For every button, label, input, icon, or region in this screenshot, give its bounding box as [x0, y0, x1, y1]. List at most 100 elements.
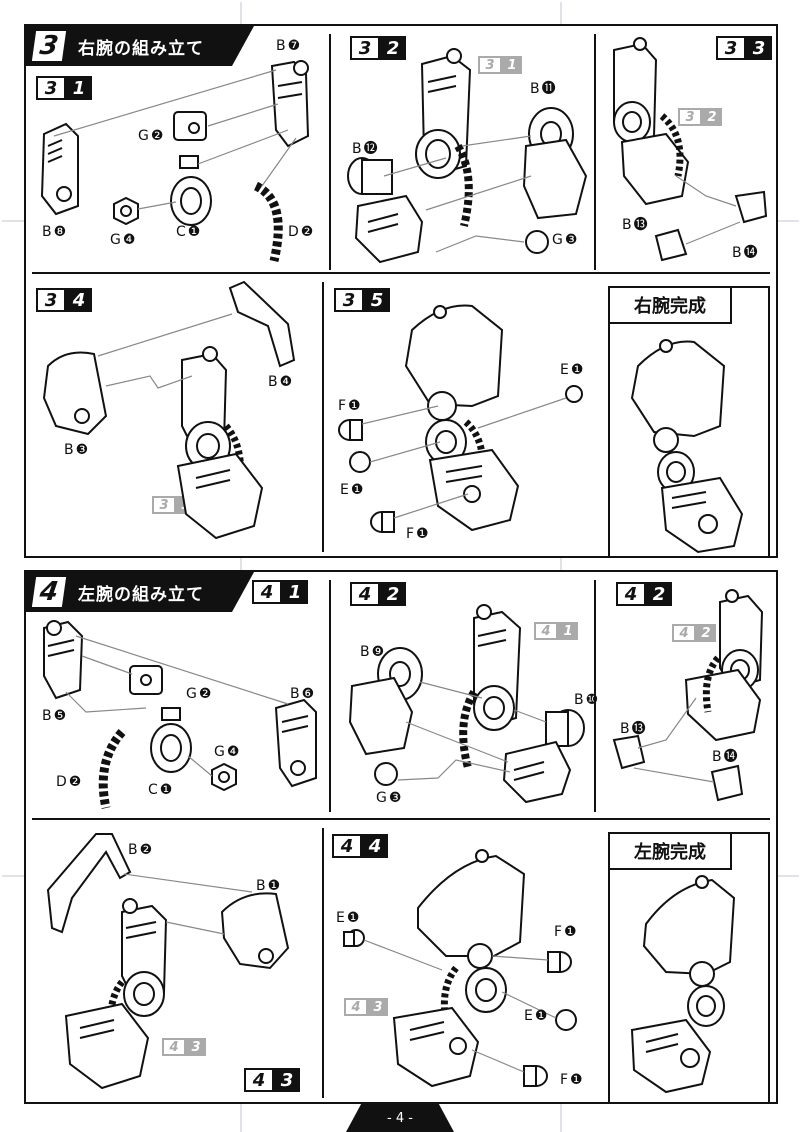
part-label: B⓮ [732, 245, 760, 261]
step-minor: 1 [282, 580, 308, 604]
complete-title: 右腕完成 [608, 286, 732, 324]
step-4-2b-badge: 4 2 [616, 582, 672, 606]
ref-major: 4 [534, 622, 558, 640]
part-label: G❷ [138, 128, 166, 144]
step-major: 4 [244, 1068, 274, 1092]
step-4-3-badge: 4 3 [244, 1068, 300, 1092]
complete-title: 左腕完成 [608, 832, 732, 870]
part-label: C❶ [176, 224, 203, 240]
part-label: F❶ [560, 1072, 585, 1088]
ref-badge-4-1: 4 1 [534, 622, 578, 640]
section-left-arm: 4 左腕の組み立て 4 1 G❷ B❻ [24, 570, 778, 1104]
step-3-1-badge: 3 1 [36, 76, 92, 100]
ref-minor: 2 [696, 624, 716, 642]
left-arm-complete-illustration [630, 875, 736, 1094]
ref-minor: 3 [186, 1038, 206, 1056]
step-3-1-illustration [40, 60, 310, 263]
part-label: B❿ [574, 692, 601, 708]
step-minor: 5 [364, 288, 390, 312]
ref-minor: 2 [702, 108, 722, 126]
step-4-2-illustration [348, 604, 585, 804]
step-3-5-badge: 3 5 [334, 288, 390, 312]
step-major: 4 [332, 834, 362, 858]
ref-major: 4 [162, 1038, 186, 1056]
step-minor: 4 [66, 288, 92, 312]
step-4-3-illustration [46, 833, 290, 1090]
ref-minor: 1 [502, 56, 522, 74]
ref-badge-3-2: 3 2 [678, 108, 722, 126]
part-label: C❶ [148, 782, 175, 798]
step-4-1-illustration [43, 620, 317, 809]
part-label: E❶ [524, 1008, 550, 1024]
ref-major: 4 [672, 624, 696, 642]
part-label: B⓭ [622, 217, 650, 233]
section-title: 左腕の組み立て [78, 584, 204, 605]
part-label: G❹ [214, 744, 242, 760]
page-number: - 4 - [346, 1104, 454, 1132]
ref-major: 3 [678, 108, 702, 126]
step-minor: 3 [274, 1068, 300, 1092]
step-major: 3 [716, 36, 746, 60]
part-label: B⓮ [712, 749, 740, 765]
step-3-4-badge: 3 4 [36, 288, 92, 312]
part-label: B❹ [268, 374, 295, 390]
step-major: 3 [36, 288, 66, 312]
step-minor: 2 [380, 582, 406, 606]
part-label: B⓫ [530, 81, 558, 97]
step-minor: 2 [380, 36, 406, 60]
section-right-arm: 3 右腕の組み立て 3 1 [24, 24, 778, 558]
step-4-1-badge: 4 1 [252, 580, 308, 604]
part-label: D❷ [56, 774, 84, 790]
part-label: B⓭ [620, 721, 648, 737]
ref-major: 3 [152, 496, 176, 514]
step-major: 3 [350, 36, 380, 60]
step-3-3-badge: 3 3 [716, 36, 772, 60]
part-label: B⓬ [352, 141, 380, 157]
part-label: G❸ [552, 232, 580, 248]
ref-minor: 3 [368, 998, 388, 1016]
step-major: 3 [36, 76, 66, 100]
step-minor: 3 [746, 36, 772, 60]
step-3-2-badge: 3 2 [350, 36, 406, 60]
step-major: 4 [252, 580, 282, 604]
part-label: G❹ [110, 232, 138, 248]
section-title: 右腕の組み立て [78, 38, 204, 59]
part-label: F❶ [406, 526, 431, 542]
step-major: 4 [350, 582, 380, 606]
part-label: B❻ [290, 686, 317, 702]
step-minor: 4 [362, 834, 388, 858]
right-arm-complete-illustration [630, 339, 744, 554]
part-label: B❺ [42, 708, 69, 724]
ref-badge-4-2: 4 2 [672, 624, 716, 642]
step-4-2-badge: 4 2 [350, 582, 406, 606]
part-label: B❷ [128, 842, 155, 858]
part-label: E❶ [340, 482, 366, 498]
part-label: B❽ [42, 224, 69, 240]
ref-minor: 1 [558, 622, 578, 640]
step-major: 3 [334, 288, 364, 312]
part-label: B❾ [360, 644, 387, 660]
step-3-2-illustration [347, 48, 588, 264]
part-label: G❷ [186, 686, 214, 702]
ref-badge-4-3b: 4 3 [344, 998, 388, 1016]
step-4-4-badge: 4 4 [332, 834, 388, 858]
section-header: 3 右腕の組み立て [26, 26, 254, 66]
step-3-5-illustration [338, 304, 583, 533]
ref-badge-3-1: 3 1 [478, 56, 522, 74]
part-label: F❶ [554, 924, 579, 940]
part-label: B❶ [256, 878, 283, 894]
part-label: B❼ [276, 38, 303, 54]
ref-badge-4-3: 4 3 [162, 1038, 206, 1056]
part-label: B❸ [64, 442, 91, 458]
part-label: G❸ [376, 790, 404, 806]
step-minor: 1 [66, 76, 92, 100]
step-major: 4 [616, 582, 646, 606]
step-4-2b-illustration [612, 589, 764, 802]
step-minor: 2 [646, 582, 672, 606]
ref-major: 3 [478, 56, 502, 74]
part-label: E❶ [560, 362, 586, 378]
part-label: D❷ [288, 224, 316, 240]
step-4-4-illustration [343, 849, 577, 1088]
step-3-4-illustration [42, 280, 296, 540]
section-header: 4 左腕の組み立て [26, 572, 254, 612]
